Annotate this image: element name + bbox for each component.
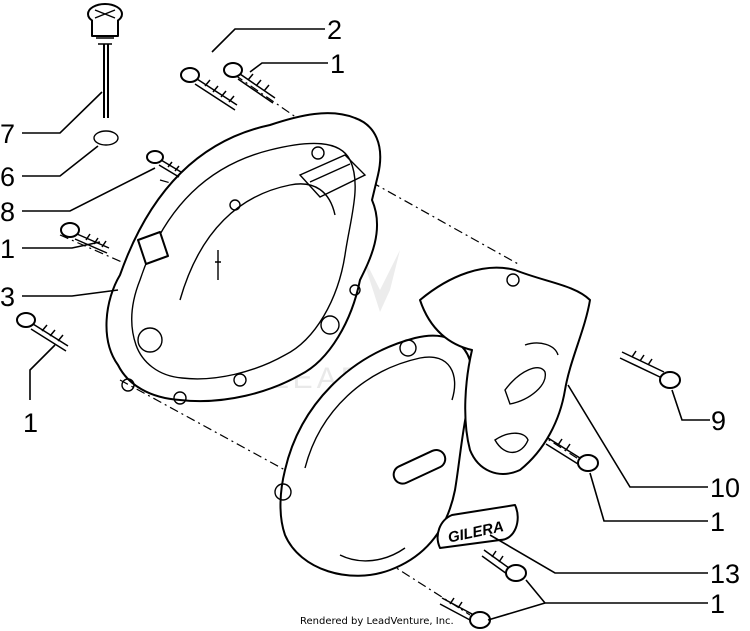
callout-8: 8 [0, 197, 15, 227]
bolt-top-2 [180, 67, 238, 111]
bolt-bottom-1 [439, 597, 491, 629]
bolt-lower-left-1 [16, 312, 69, 352]
bolt-9 [619, 350, 681, 389]
bolt-right-1 [545, 437, 599, 472]
callout-3: 3 [0, 282, 15, 312]
callout-1-top: 1 [330, 49, 345, 79]
callout-10: 10 [710, 473, 740, 503]
engine-side-cover-part [274, 334, 474, 577]
clutch-cover-part [105, 112, 382, 405]
callout-1-right: 1 [710, 507, 725, 537]
callout-1-left: 1 [0, 234, 15, 264]
callout-2: 2 [327, 15, 342, 45]
callout-7: 7 [0, 119, 15, 149]
bolt-8 [146, 150, 182, 178]
callout-1-bottom: 1 [710, 589, 725, 619]
bolt-13-area [481, 549, 527, 582]
callout-6: 6 [0, 162, 15, 192]
callout-9: 9 [711, 406, 726, 436]
o-ring-part [93, 130, 119, 146]
bolt-left-1 [60, 222, 110, 254]
dipstick-part [87, 3, 123, 146]
callout-1-lower-left: 1 [23, 408, 38, 438]
guard-plate-part [419, 266, 591, 475]
leader-lines [22, 28, 710, 621]
callout-13: 13 [710, 559, 740, 589]
render-credit: Rendered by LeadVenture, Inc. [300, 616, 454, 627]
bolt-top-1 [223, 62, 276, 104]
callout-labels: 2 1 7 6 8 1 3 1 9 10 1 13 1 [0, 15, 740, 619]
